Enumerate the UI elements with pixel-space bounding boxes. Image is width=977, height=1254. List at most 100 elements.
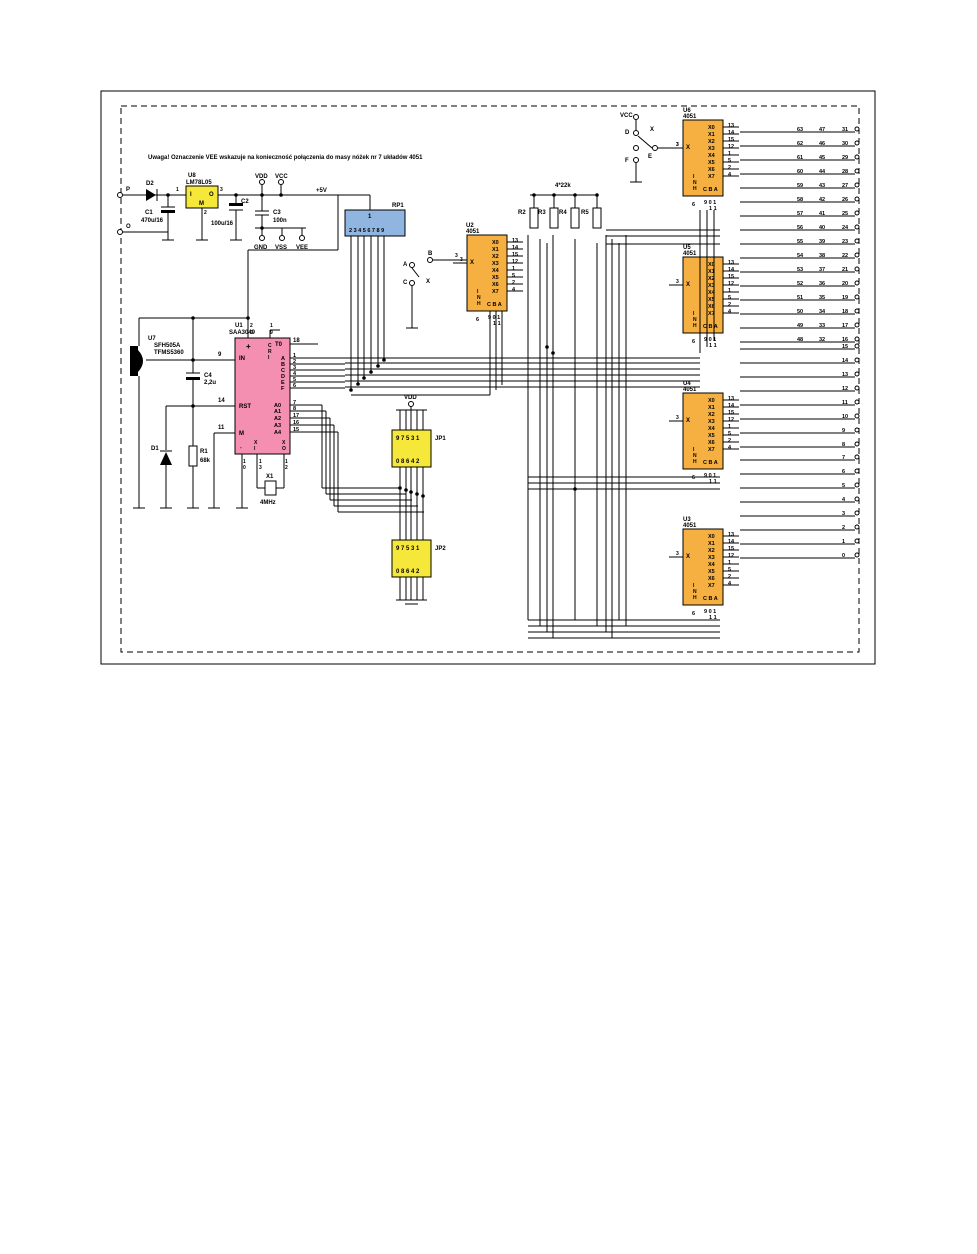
svg-text:3: 3 [220,187,223,193]
label-gnd: GND [254,245,268,251]
svg-text:9 0 1: 9 0 1 [704,337,716,343]
svg-text:M: M [239,431,244,437]
svg-text:3: 3 [259,465,262,471]
svg-text:1: 1 [728,288,731,294]
label-vdd: VDD [255,174,268,180]
svg-text:3: 3 [293,365,296,371]
svg-text:C: C [403,280,408,286]
svg-text:X7: X7 [708,311,715,317]
svg-text:X6: X6 [708,576,715,582]
out-11: 11 [842,400,848,406]
svg-text:1 1: 1 1 [493,321,501,327]
receiver-u7-symbol [130,346,138,376]
svg-text:I: I [693,583,695,589]
out-13: 13 [842,372,848,378]
out-61: 61 [797,155,803,161]
svg-text:0: 0 [243,465,246,471]
svg-text:X: X [426,279,430,285]
label-r5: R5 [581,210,589,216]
svg-text:17: 17 [293,413,299,419]
svg-text:R: R [268,349,272,355]
svg-text:1 1: 1 1 [709,615,717,621]
out-41: 41 [819,211,825,217]
out-28: 28 [842,169,848,175]
svg-text:4: 4 [293,371,297,377]
svg-text:15: 15 [728,137,734,143]
outer-frame [100,90,876,665]
svg-text:X4: X4 [492,268,500,274]
u1-pin-b: B [281,362,285,368]
svg-text:N: N [477,295,481,301]
svg-text:6: 6 [692,339,695,345]
svg-text:M: M [199,201,204,207]
label-r3: R3 [538,210,546,216]
svg-text:1: 1 [285,459,288,465]
svg-text:X6: X6 [708,440,715,446]
svg-text:13: 13 [728,260,734,266]
svg-text:5: 5 [728,158,731,164]
out-37: 37 [819,267,825,273]
out-24: 24 [842,225,849,231]
out-2: 2 [842,525,845,531]
svg-text:I: I [190,192,192,198]
note-text: Uwaga! Oznaczenie VEE wskazuje na koniec… [148,155,423,161]
power-supply: P O D2 C1 470u/16 1 U8 LM78L05 I O M 2 3 [117,173,371,338]
label-r1: R1 [200,449,208,455]
svg-text:2: 2 [285,465,288,471]
svg-text:8: 8 [293,406,296,412]
out-4: 4 [842,497,846,503]
out-52: 52 [797,281,803,287]
out-58: 58 [797,197,803,203]
svg-text:14: 14 [218,398,225,404]
out-31: 31 [842,127,848,133]
label-p: P [126,187,130,193]
svg-text:5: 5 [728,431,731,437]
svg-text:X2: X2 [708,412,715,418]
svg-text:H: H [477,301,481,307]
svg-text:12: 12 [728,281,734,287]
out-15: 15 [842,344,848,350]
out-9: 9 [842,428,845,434]
svg-text:X3: X3 [708,419,715,425]
svg-text:F: F [625,158,629,164]
out-43: 43 [819,183,825,189]
svg-text:3: 3 [460,257,463,263]
svg-text:IN: IN [239,356,245,362]
svg-text:C B A: C B A [703,187,718,193]
svg-text:C B A: C B A [703,324,718,330]
svg-text:I: I [254,446,256,452]
svg-text:1: 1 [243,459,246,465]
decoder-u1: U1 SAA3049 2 0 1 9 + IN RST M T0 C R I A… [229,323,345,509]
svg-text:U1: U1 [235,323,243,329]
svg-text:0 8 6 4 2: 0 8 6 4 2 [396,569,420,575]
out-21: 21 [842,267,848,273]
label-c1-value: 470u/16 [141,218,164,224]
out-16: 16 [842,337,848,343]
out-14: 14 [842,358,849,364]
svg-text:I: I [693,447,695,453]
svg-text:2: 2 [293,359,296,365]
svg-text:14: 14 [728,130,735,136]
svg-text:2: 2 [512,280,515,286]
svg-text:2: 2 [250,323,253,329]
label-d1: D1 [151,446,159,452]
svg-text:9 0 1: 9 0 1 [704,200,716,206]
out-60: 60 [797,169,803,175]
svg-text:4051: 4051 [683,523,697,529]
svg-text:X5: X5 [708,433,715,439]
svg-text:14: 14 [728,539,735,545]
label-4mhz: 4MHz [260,500,276,506]
svg-text:X: X [686,282,690,288]
out-29: 29 [842,155,848,161]
svg-text:D: D [625,130,630,136]
svg-text:X5: X5 [708,297,715,303]
svg-text:T0: T0 [275,342,283,348]
svg-text:12: 12 [728,553,734,559]
out-63: 63 [797,127,803,133]
out-34: 34 [819,309,826,315]
svg-text:X7: X7 [708,174,715,180]
svg-text:2: 2 [728,302,731,308]
